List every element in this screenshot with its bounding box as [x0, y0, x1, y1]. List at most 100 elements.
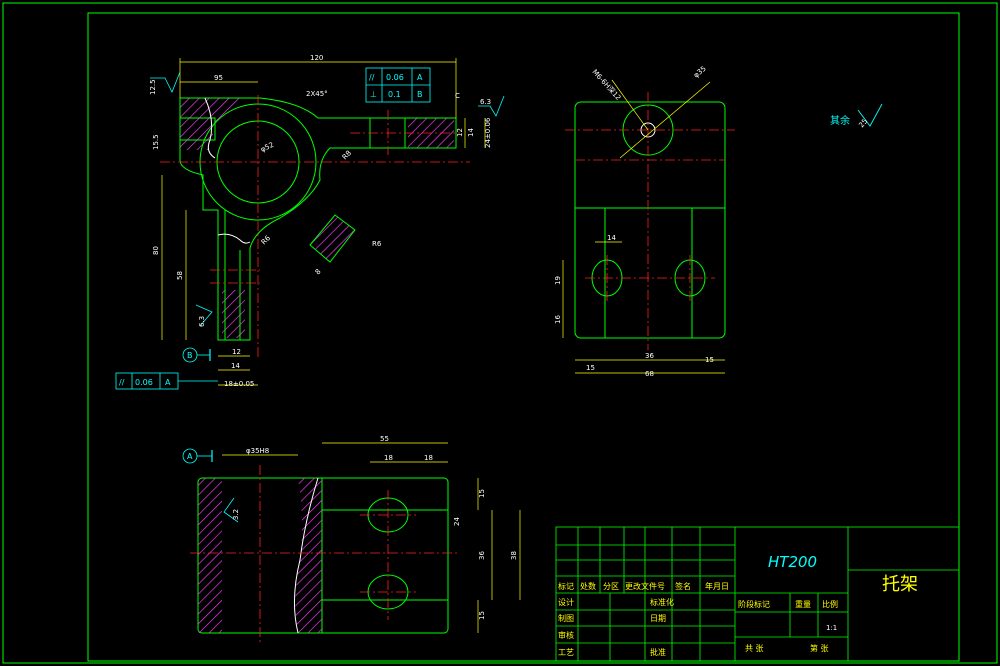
dim-18-a: 18 — [384, 454, 393, 462]
dim-24: 24 — [453, 517, 461, 526]
dim-58: 58 — [176, 271, 184, 280]
dim-arm-18: 18±0.05 — [224, 380, 254, 388]
dim-16: 16 — [554, 315, 562, 324]
sheets-total: 共 张 — [745, 644, 764, 653]
row-process: 工艺 — [558, 648, 574, 657]
fcf-symbol: // — [369, 73, 375, 82]
side-leader-dia — [619, 81, 711, 159]
roughness-mark — [150, 71, 181, 93]
top-view-centerlines — [160, 95, 470, 360]
fcf-datum: A — [417, 73, 423, 82]
dim-8: 8 — [314, 268, 323, 277]
header-3: 更改文件号 — [625, 581, 665, 591]
dim-19: 19 — [554, 276, 562, 285]
bottom-view — [197, 477, 449, 634]
roughness-mark — [195, 304, 213, 327]
std-label: 标准化 — [650, 597, 674, 607]
chamfer-c: C — [455, 92, 460, 100]
top-boss — [179, 117, 216, 141]
bottom-view-centerlines — [190, 465, 460, 645]
dim-18-b: 18 — [424, 454, 433, 462]
header-0: 标记 — [558, 581, 574, 591]
dim-68: 68 — [645, 370, 654, 378]
dim-38: 38 — [510, 551, 518, 560]
header-2: 分区 — [603, 582, 619, 591]
dim-14: 14 — [607, 234, 616, 242]
general-roughness-value: 25 — [857, 117, 869, 129]
roughness-symbol: 6.3 — [478, 95, 505, 117]
bottom-roughness-value: 3.2 — [232, 509, 240, 520]
roughness-value: 6.3 — [198, 316, 206, 327]
roughness-value: 6.3 — [480, 98, 491, 106]
dim-slot-14: 14 — [467, 128, 475, 137]
fcf-symbol: // — [119, 378, 125, 387]
bottom-break-line — [293, 477, 319, 634]
roughness-symbol: 6.3 — [195, 304, 213, 327]
section-hatch-left — [180, 98, 245, 150]
side-view-dims: M6-6H深12 φ35 14 19 16 15 36 15 68 — [554, 65, 714, 378]
row-draw: 制图 — [558, 613, 574, 623]
title-block-frame — [555, 526, 960, 662]
side-leader-thread — [611, 79, 649, 131]
roughness-value: 12.5 — [149, 79, 157, 95]
body-outline — [179, 97, 457, 341]
side-view-dim-lines — [562, 79, 725, 374]
dim-arm-12: 12 — [232, 348, 241, 356]
fcf-value: 0.06 — [386, 73, 404, 82]
datum-letter: B — [187, 351, 193, 360]
dim-bore: φ52 — [259, 141, 275, 154]
date-label: 日期 — [650, 614, 666, 623]
inner-border — [87, 12, 960, 662]
break-line-top — [204, 97, 216, 159]
side-view-centerlines — [565, 92, 735, 350]
dim-bore-fit: φ35H8 — [246, 447, 269, 455]
sheet-no: 第 张 — [810, 643, 829, 653]
approve-label: 批准 — [650, 647, 666, 657]
title-block — [555, 526, 960, 662]
top-view-roughness: 12.5 6.3 6.3 — [149, 71, 505, 327]
section-hatch-arm — [222, 290, 245, 338]
dim-thread: M6-6H深12 — [591, 67, 624, 102]
dim-95: 95 — [214, 74, 223, 82]
dim-36-v: 36 — [478, 551, 486, 560]
header-1: 处数 — [580, 581, 596, 591]
break-line-arm — [217, 233, 251, 244]
scale-label: 比例 — [822, 599, 838, 609]
bottom-view-dim-lines — [222, 442, 521, 633]
datum-letter: A — [187, 452, 193, 461]
dim-r6-small: R6 — [260, 234, 273, 247]
dim-15-5: 15.5 — [152, 134, 160, 150]
part-name: 托架 — [882, 574, 918, 595]
header-4: 签名 — [675, 581, 691, 591]
dim-15-bottom: 15 — [478, 611, 486, 620]
top-view — [179, 97, 457, 341]
dim-r8: R8 — [341, 149, 353, 161]
datum-b-marker: B — [182, 347, 211, 363]
fcf-value: 0.06 — [135, 378, 153, 387]
general-roughness-mark — [857, 103, 883, 127]
dim-slot-12: 12 — [456, 128, 464, 137]
dim-55: 55 — [380, 435, 389, 443]
fcf-symbol: ⊥ — [370, 90, 377, 99]
top-view-dim-lines — [161, 58, 486, 386]
aux-section — [309, 214, 356, 263]
row-design: 设计 — [558, 597, 574, 607]
dim-24: 24±0.06 — [484, 117, 492, 148]
dim-hole-dia: φ35 — [692, 65, 708, 80]
stage-mark: 阶段标记 — [738, 599, 770, 609]
bottom-hatch-2 — [295, 478, 322, 633]
roughness-mark — [478, 95, 505, 117]
dim-arm-14: 14 — [231, 362, 240, 370]
side-outline — [574, 101, 726, 339]
bottom-outline — [197, 477, 449, 634]
roughness-symbol: 12.5 — [149, 71, 181, 95]
title-block-text: HT200 托架 标记 处数 分区 更改文件号 签名 年月日 设计 制图 审核 … — [558, 553, 918, 657]
dim-r6: R6 — [372, 240, 382, 248]
fcf-top: // 0.06 A ⊥ 0.1 B — [365, 67, 431, 103]
dim-120: 120 — [310, 54, 323, 62]
fcf-datum: B — [417, 90, 423, 99]
fcf-value: 0.1 — [388, 90, 401, 99]
datum-a-marker: A — [182, 448, 213, 464]
